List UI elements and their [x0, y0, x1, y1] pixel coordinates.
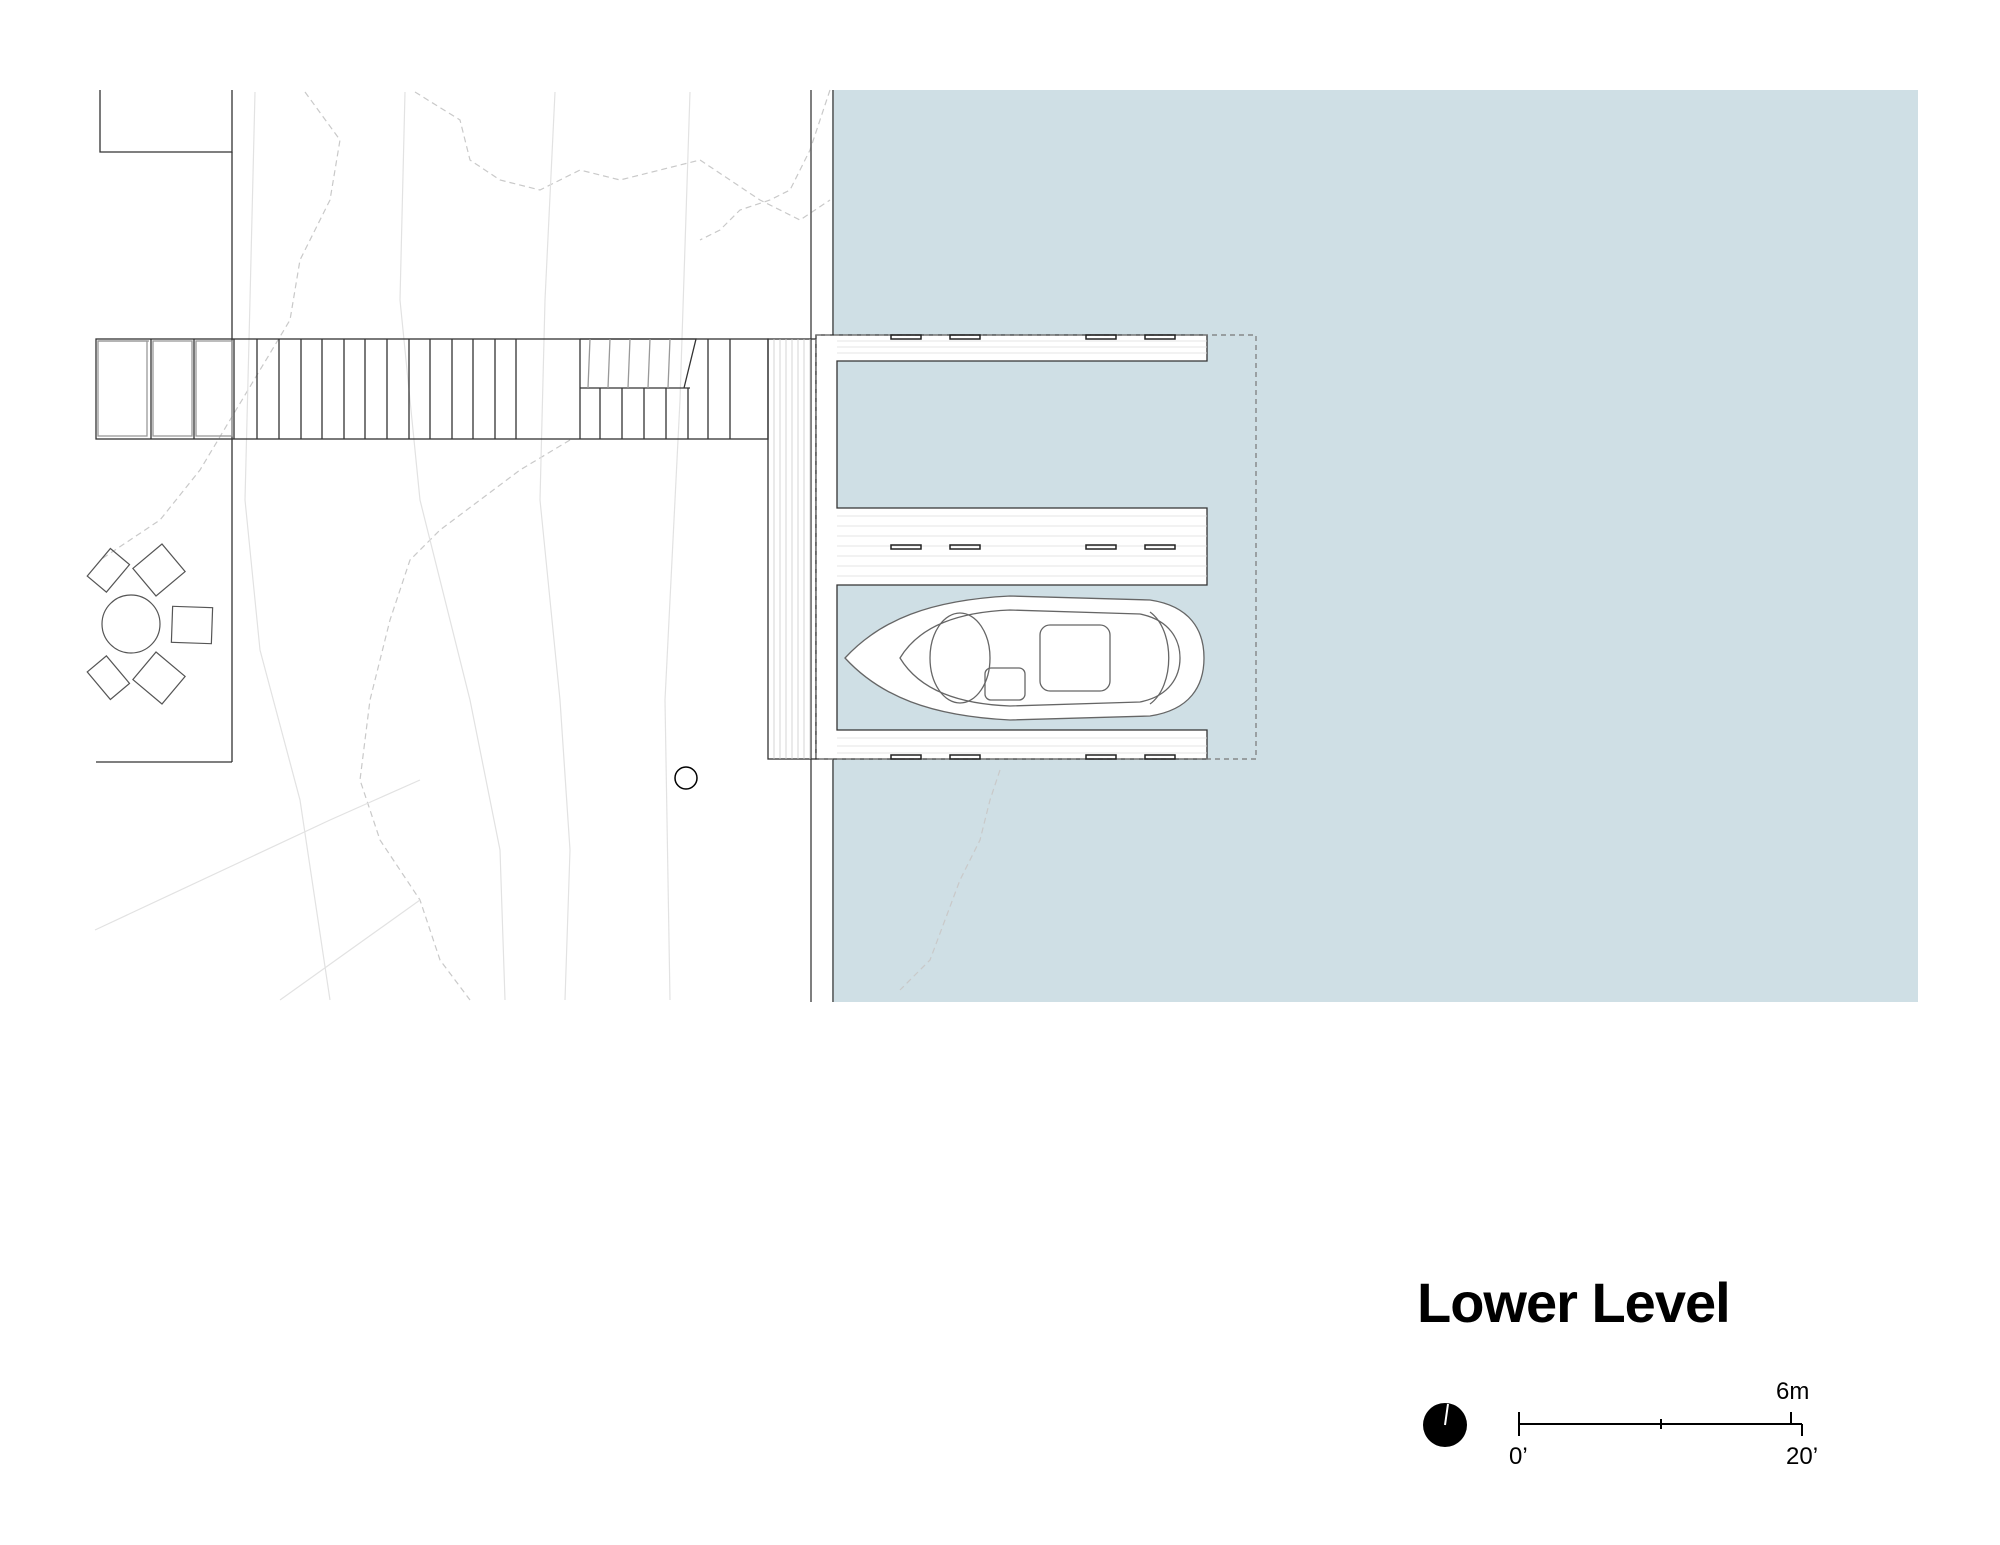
walkway	[95, 338, 769, 440]
dock-boards	[837, 340, 1207, 754]
patio-table-set	[86, 543, 214, 705]
house-outline	[96, 90, 233, 763]
scale-metric-label: 6m	[1776, 1378, 1810, 1405]
scale-bar	[1518, 1412, 1803, 1436]
scale-end-label: 20’	[1786, 1443, 1819, 1470]
scale-start-label: 0’	[1509, 1443, 1528, 1470]
dock-cleats	[890, 334, 1176, 760]
drawing-title: Lower Level	[1417, 1271, 1731, 1334]
site-marker-circle	[674, 766, 698, 790]
boat-lift-outline	[815, 334, 1257, 760]
boat	[844, 595, 1205, 721]
north-arrow-icon	[1423, 1403, 1467, 1447]
terrain-lines-solid	[94, 91, 691, 1001]
dock-landing	[767, 338, 817, 760]
terrain-contours	[99, 89, 1001, 1001]
